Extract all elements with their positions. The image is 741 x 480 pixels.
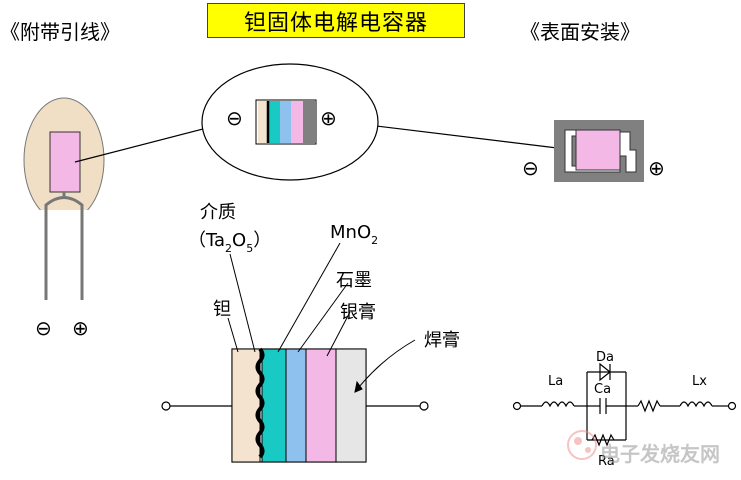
- cross-section: [161, 347, 429, 463]
- dielectric-label: 介质: [200, 202, 236, 223]
- watermark-logo-icon: [567, 430, 597, 460]
- watermark-text: 电子发烧友网: [600, 442, 720, 466]
- inductor-la: [541, 401, 575, 408]
- solder-paste-label: 焊膏: [424, 330, 460, 351]
- solder-layer: [335, 348, 367, 463]
- smd-minus-symbol: ⊖: [522, 156, 539, 180]
- leaded-label: 《附带引线》: [0, 20, 120, 44]
- leaded-minus-symbol: ⊖: [35, 316, 52, 340]
- equivalent-circuit: [512, 362, 737, 447]
- resistor-ra: [591, 433, 615, 447]
- circuit-label-la: La: [548, 374, 564, 389]
- tantalum-label: 钽: [213, 299, 231, 320]
- mno2-layer: [261, 348, 287, 463]
- watermark: 电子发烧友网: [600, 425, 741, 480]
- callout-line-right: [367, 124, 591, 153]
- leaded-lead-area: [20, 210, 100, 345]
- circuit-label-da: Da: [596, 350, 614, 365]
- pointer-lines: [227, 242, 416, 393]
- circuit-label-lx: Lx: [692, 374, 707, 389]
- dielectric-oxide-layer: [255, 347, 265, 459]
- zoom-minus-symbol: ⊖: [226, 106, 243, 130]
- zoom-plus-symbol: ⊕: [320, 106, 337, 130]
- tantalum-layer: [231, 348, 261, 463]
- silver-paste-layer: [305, 348, 337, 463]
- circuit-label-ca: Ca: [594, 382, 612, 397]
- zoom-callout: [201, 63, 379, 181]
- silver-paste-label: 银膏: [340, 302, 376, 323]
- leaded-capacitor: [20, 97, 105, 345]
- smd-label: 《表面安装》: [520, 20, 640, 44]
- graphite-layer: [285, 348, 307, 463]
- smd-pink-element: [575, 129, 621, 171]
- circuit-label-ra: Ra: [598, 454, 615, 469]
- page-title: 钽固体电解电容器: [207, 3, 465, 38]
- inductor-lx: [679, 401, 713, 408]
- smd-plus-symbol: ⊕: [648, 156, 665, 180]
- smd-capacitor: [554, 120, 644, 182]
- leaded-plus-symbol: ⊕: [72, 316, 89, 340]
- ta2o5-label: （Ta2O5）: [188, 230, 272, 255]
- mno2-label: MnO2: [330, 222, 379, 247]
- graphite-label: 石墨: [336, 270, 372, 291]
- resistor-esr: [637, 399, 661, 413]
- diode-da: [599, 362, 611, 382]
